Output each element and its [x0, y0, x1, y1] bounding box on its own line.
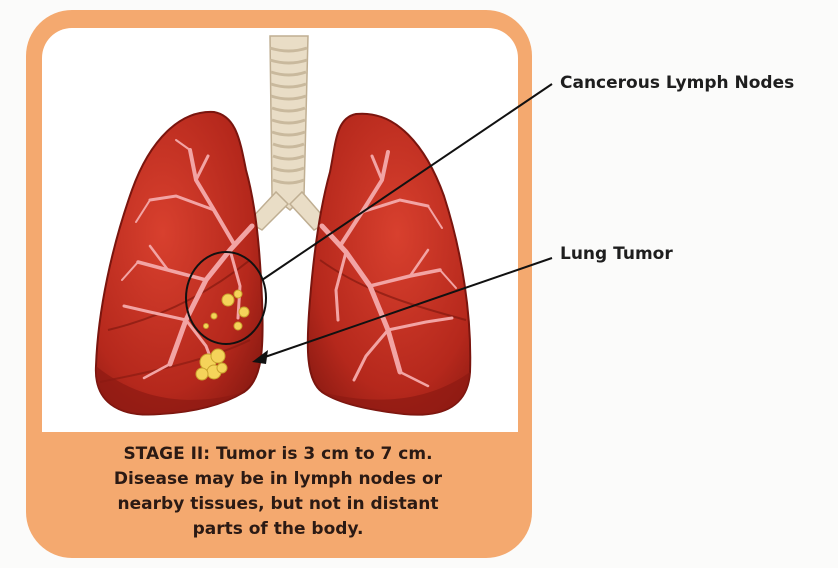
caption-line-3: nearby tissues, but not in distant: [118, 492, 439, 517]
caption-line-1: STAGE II: Tumor is 3 cm to 7 cm.: [123, 442, 432, 467]
caption-line-1-text: Tumor is 3 cm to 7 cm.: [210, 444, 433, 464]
stage-heading: STAGE II:: [123, 444, 210, 464]
label-lung-tumor: Lung Tumor: [560, 244, 673, 264]
caption-line-4: parts of the body.: [193, 517, 364, 542]
right-lung: [308, 114, 470, 415]
label-cancerous-lymph-nodes: Cancerous Lymph Nodes: [560, 73, 794, 93]
trachea: [248, 36, 328, 230]
left-lung: [96, 112, 263, 415]
stage-caption: STAGE II: Tumor is 3 cm to 7 cm. Disease…: [58, 432, 498, 552]
caption-line-2: Disease may be in lymph nodes or: [114, 467, 442, 492]
